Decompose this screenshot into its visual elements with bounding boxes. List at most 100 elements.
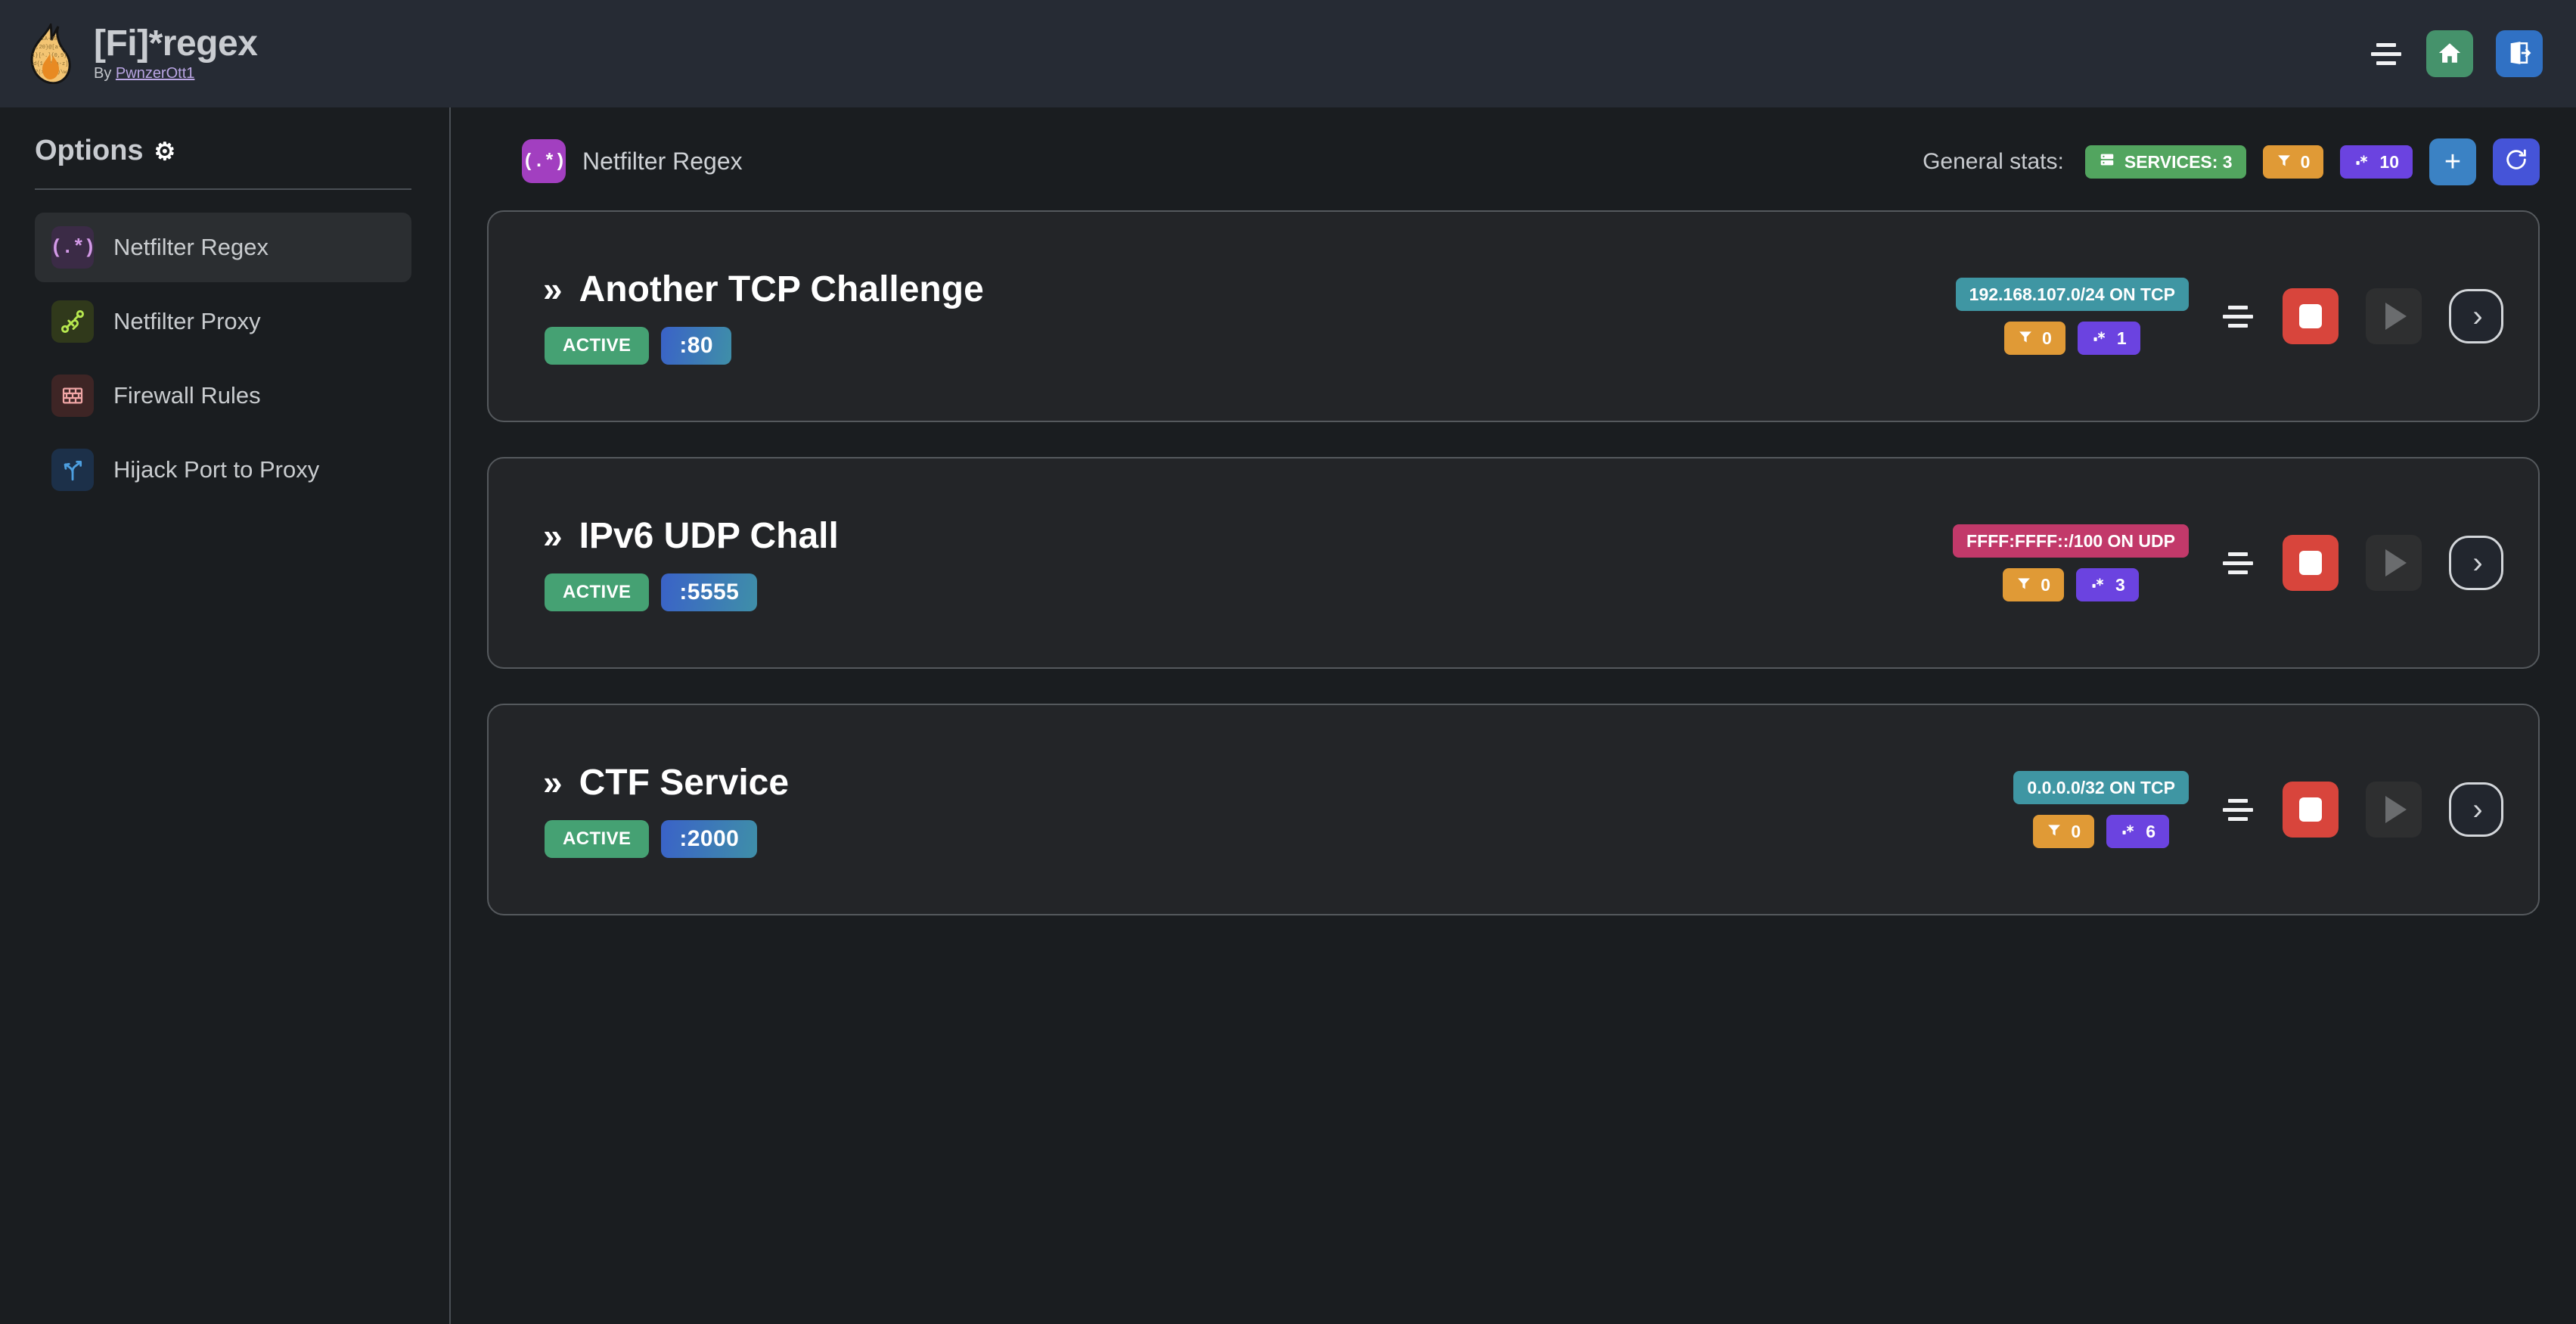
sidebar-item-label: Netfilter Regex <box>113 234 269 260</box>
funnel-icon <box>2277 152 2292 172</box>
sidebar-item-hijack-port-to-proxy[interactable]: Hijack Port to Proxy <box>35 435 411 505</box>
app-title: [Fi]*regex <box>94 23 258 64</box>
chevron-right-icon: › <box>2472 546 2483 580</box>
status-badge-filters: 0 <box>2003 568 2064 601</box>
service-card[interactable]: » CTF Service ACTIVE :2000 0.0.0.0/32 ON… <box>487 704 2540 915</box>
sidebar-item-firewall-rules[interactable]: Firewall Rules <box>35 361 411 430</box>
sidebar-title: Options ⚙ <box>35 135 411 167</box>
author-link[interactable]: PwnzerOtt1 <box>115 64 195 82</box>
filters-count: 0 <box>2042 328 2052 348</box>
open-service-button[interactable]: › <box>2449 289 2503 343</box>
refresh-button[interactable] <box>2493 138 2540 185</box>
stop-icon <box>2299 797 2322 822</box>
services-count-label: SERVICES: 3 <box>2124 151 2233 172</box>
regex-dot-star-icon <box>2120 822 2137 842</box>
page-title: Netfilter Regex <box>582 147 743 175</box>
home-button[interactable] <box>2426 30 2473 77</box>
service-actions: › <box>2221 288 2503 344</box>
status-badge: ACTIVE <box>545 326 650 365</box>
service-name: Another TCP Challenge <box>579 269 984 309</box>
network-badge: FFFF:FFFF::/100 ON UDP <box>1953 524 2189 558</box>
add-service-button[interactable]: + <box>2429 138 2476 185</box>
play-button[interactable] <box>2366 535 2422 591</box>
sidebar-item-netfilter-regex[interactable]: (.*) Netfilter Regex <box>35 213 411 282</box>
service-card-info: » IPv6 UDP Chall ACTIVE :5555 <box>543 515 839 611</box>
network-badge: 0.0.0.0/32 ON TCP <box>2013 771 2189 804</box>
regex-glyph: (.*) <box>50 236 95 259</box>
status-badge-regex: 10 <box>2340 145 2413 179</box>
service-list: » Another TCP Challenge ACTIVE :80 192.1… <box>487 210 2540 915</box>
filters-count: 0 <box>2041 574 2050 595</box>
brand: [a-zA-Z0-9 {2,20}@[a-z {1}[^.]{0,9} \d{1… <box>26 21 258 85</box>
open-service-button[interactable]: › <box>2449 536 2503 590</box>
filter-lines-icon[interactable] <box>2221 303 2255 330</box>
double-chevron-icon: » <box>543 763 563 802</box>
status-badge: ACTIVE <box>545 819 650 858</box>
service-badges: ACTIVE :2000 <box>543 819 789 858</box>
main-content: (.*) Netfilter Regex General stats: SERV… <box>451 107 2576 1324</box>
service-name: CTF Service <box>579 762 790 803</box>
status-badge: ACTIVE <box>545 573 650 611</box>
stop-icon <box>2299 304 2322 328</box>
double-chevron-icon: » <box>543 516 563 555</box>
service-badges: ACTIVE :5555 <box>543 573 839 611</box>
regex-dot-star-icon <box>2091 328 2108 349</box>
stop-button[interactable] <box>2283 288 2339 344</box>
play-button[interactable] <box>2366 288 2422 344</box>
service-card-info: » CTF Service ACTIVE :2000 <box>543 762 789 858</box>
service-card-info: » Another TCP Challenge ACTIVE :80 <box>543 269 984 365</box>
service-actions: › <box>2221 535 2503 591</box>
funnel-icon <box>2047 822 2062 842</box>
stop-button[interactable] <box>2283 782 2339 838</box>
play-button[interactable] <box>2366 782 2422 838</box>
sidebar-nav: (.*) Netfilter Regex Netfilter Proxy <box>35 213 411 505</box>
status-badge-services: SERVICES: 3 <box>2084 145 2246 179</box>
page-layout: Options ⚙ (.*) Netfilter Regex <box>0 107 2576 1324</box>
port-badge: :80 <box>661 326 731 365</box>
sidebar-item-label: Hijack Port to Proxy <box>113 456 320 483</box>
flame-logo: [a-zA-Z0-9 {2,20}@[a-z {1}[^.]{0,9} \d{1… <box>26 21 74 85</box>
refresh-icon <box>2503 147 2529 178</box>
general-stats-label: General stats: <box>1923 149 2064 174</box>
filter-lines-icon[interactable] <box>2221 796 2255 823</box>
filter-lines-icon[interactable] <box>2369 40 2404 67</box>
service-card[interactable]: » Another TCP Challenge ACTIVE :80 192.1… <box>487 210 2540 422</box>
regex-count: 6 <box>2146 821 2155 841</box>
network-substats: 0 3 <box>2003 568 2139 601</box>
filters-count: 0 <box>2071 821 2081 841</box>
logout-icon <box>2506 40 2532 68</box>
funnel-icon <box>2018 328 2033 349</box>
service-card-controls: 192.168.107.0/24 ON TCP 0 <box>1955 278 2503 355</box>
plug-icon <box>51 300 94 343</box>
sidebar-item-label: Firewall Rules <box>113 382 261 409</box>
service-card[interactable]: » IPv6 UDP Chall ACTIVE :5555 FFFF:FFFF:… <box>487 457 2540 669</box>
network-substats: 0 6 <box>2033 815 2169 848</box>
home-icon <box>2437 40 2463 68</box>
stop-button[interactable] <box>2283 535 2339 591</box>
filter-lines-icon[interactable] <box>2221 549 2255 577</box>
status-badge-regex: 6 <box>2106 815 2169 848</box>
app-byline: By PwnzerOtt1 <box>94 65 257 82</box>
double-chevron-icon: » <box>543 269 563 309</box>
network-badge: 192.168.107.0/24 ON TCP <box>1955 278 2189 311</box>
open-service-button[interactable]: › <box>2449 782 2503 837</box>
logout-button[interactable] <box>2496 30 2543 77</box>
general-stats: General stats: SERVICES: 3 <box>1923 138 2540 185</box>
service-card-controls: FFFF:FFFF::/100 ON UDP 0 <box>1953 524 2503 601</box>
app-header: [a-zA-Z0-9 {2,20}@[a-z {1}[^.]{0,9} \d{1… <box>0 0 2576 107</box>
play-icon <box>2385 549 2407 577</box>
service-card-controls: 0.0.0.0/32 ON TCP 0 <box>2013 771 2503 848</box>
server-icon <box>2099 151 2115 172</box>
stop-icon <box>2299 551 2322 575</box>
regex-icon: (.*) <box>522 139 566 183</box>
svg-text:[a-zA-Z0-9: [a-zA-Z0-9 <box>32 36 64 42</box>
status-badge-filters: 0 <box>2262 145 2324 179</box>
svg-text:{2,20}@[a-z: {2,20}@[a-z <box>29 45 64 51</box>
regex-count: 10 <box>2379 151 2399 172</box>
sidebar-item-netfilter-proxy[interactable]: Netfilter Proxy <box>35 287 411 356</box>
service-title: » IPv6 UDP Chall <box>543 515 839 557</box>
port-badge: :5555 <box>661 573 758 611</box>
regex-icon: (.*) <box>50 226 95 269</box>
regex-dot-star-icon <box>2354 152 2370 172</box>
sidebar-item-label: Netfilter Proxy <box>113 308 261 334</box>
